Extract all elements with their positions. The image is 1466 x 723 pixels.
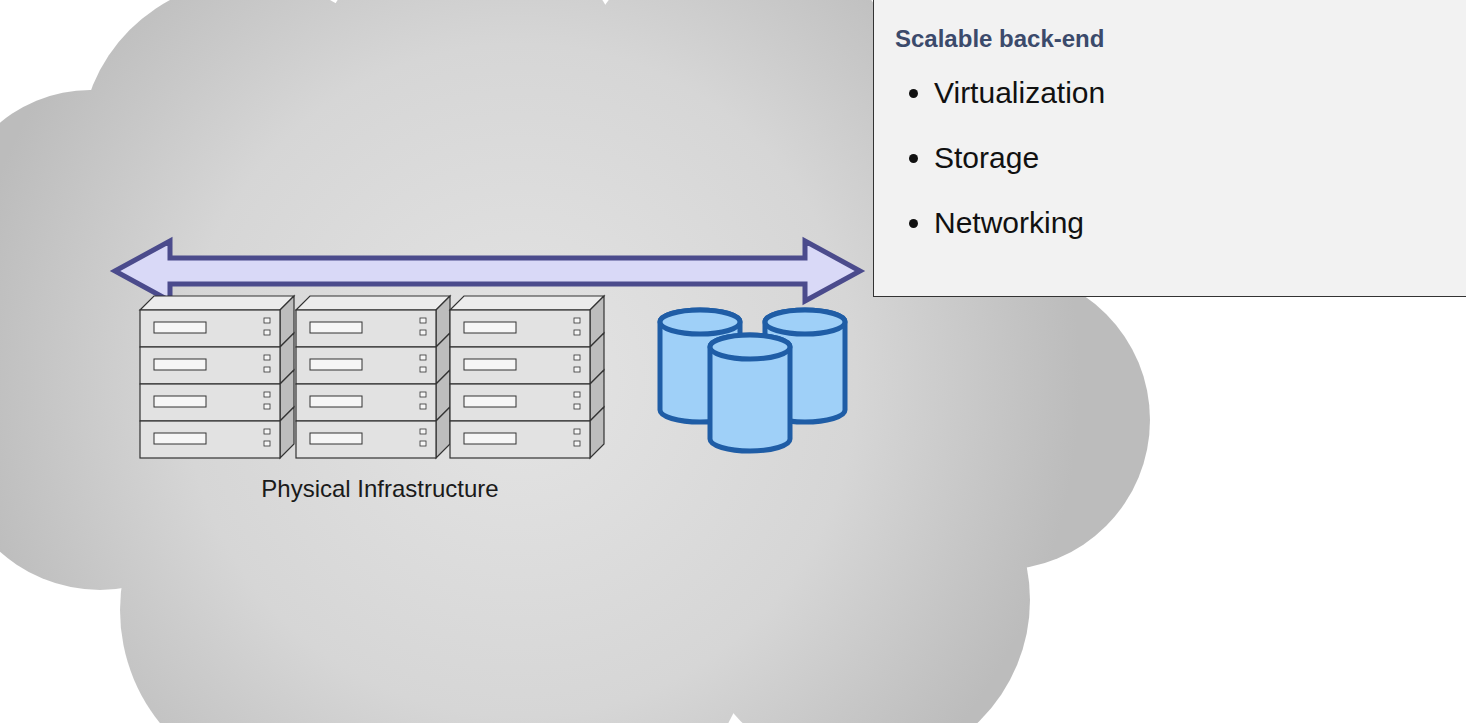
server-unit [140,370,294,421]
server-unit [296,333,450,384]
info-box: Scalable back-endVirtualizationStorageNe… [873,0,1466,297]
bullet-list: VirtualizationStorageNetworking [874,75,1466,241]
bullet-item: Storage [934,140,1466,176]
bullet-item: Virtualization [934,75,1466,111]
double-arrow [115,241,860,301]
server-unit [140,333,294,384]
server-unit [450,333,604,384]
server-unit [140,296,294,347]
server-unit [450,296,604,347]
server-unit [296,296,450,347]
server-unit [296,370,450,421]
database-cylinder [710,335,790,451]
database-cylinders [660,310,845,451]
server-racks [140,296,604,458]
server-unit [296,407,450,458]
server-unit [450,370,604,421]
infrastructure-label: Physical Infrastructure [261,475,498,503]
cloud-lobe [50,100,610,660]
server-unit [140,407,294,458]
server-unit [450,407,604,458]
box-heading: Scalable back-end [895,25,1466,53]
bullet-item: Networking [934,205,1466,241]
